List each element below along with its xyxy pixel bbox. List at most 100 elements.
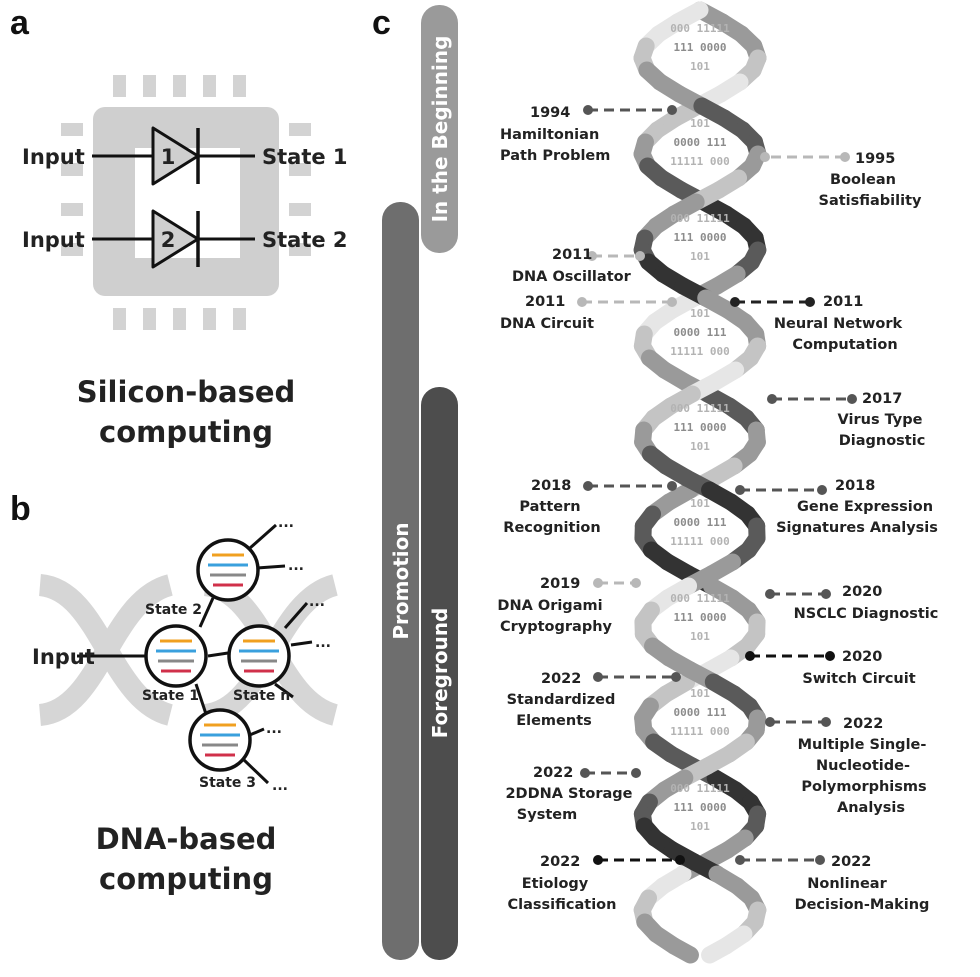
event-dot [577, 297, 587, 307]
helix-binary-row: 111 0000 [674, 41, 727, 54]
helix-binary-row: 11111 000 [670, 535, 730, 548]
event-1995-line1: Boolean [830, 172, 896, 188]
gate-2-input-label: Input [22, 228, 85, 252]
helix-binary-row: 000 11111 [670, 592, 730, 605]
event-dot [580, 768, 590, 778]
helix-binary-row: 000 11111 [670, 782, 730, 795]
event-2017-line2: Diagnostic [839, 433, 926, 449]
event-1995-year: 1995 [855, 151, 895, 167]
helix-binary-row: 111 0000 [674, 421, 727, 434]
helix-binary-row: 11111 000 [670, 345, 730, 358]
panel-a-label: a [10, 4, 30, 42]
helix-segment [665, 937, 699, 964]
helix-strand-a [633, 1, 767, 964]
phase-label-promotion: Promotion [389, 522, 413, 639]
gate-2-number: 2 [161, 228, 176, 252]
event-2011-neural-year: 2011 [823, 294, 863, 310]
gate-1-output-label: State 1 [262, 145, 348, 169]
event-dot [593, 578, 603, 588]
event-2020-switch-year: 2020 [842, 649, 882, 665]
helix-binary-row: 101 [690, 117, 710, 130]
helix-binary-row: 0000 111 [674, 516, 727, 529]
timeline-events: 1994 Hamiltonian Path Problem 1995 Boole… [497, 105, 938, 913]
event-2011-oscillator-line1: DNA Oscillator [512, 269, 632, 285]
phase-bar-foreground [421, 387, 458, 960]
event-1994-line1: Hamiltonian [500, 127, 599, 143]
event-2022-snp-line1: Multiple Single- [798, 737, 927, 753]
event-1995-line2: Satisfiability [819, 193, 923, 209]
event-2020-nsclc-year: 2020 [842, 584, 882, 600]
event-dot [767, 394, 777, 404]
event-dot [675, 855, 685, 865]
panel-c: c In the Beginning Promotion Foreground … [372, 1, 938, 964]
event-dot [815, 855, 825, 865]
helix-binary-row: 101 [690, 820, 710, 833]
ellipsis: ... [278, 515, 294, 531]
event-2011-neural-line1: Neural Network [774, 316, 903, 332]
event-dot [840, 152, 850, 162]
helix-binary-row: 101 [690, 630, 710, 643]
event-2022-etiology-line2: Classification [508, 897, 617, 913]
phase-label-beginning: In the Beginning [428, 36, 452, 223]
silicon-caption-line2: computing [99, 415, 273, 449]
event-2022-snp-line4: Analysis [837, 800, 905, 816]
event-2017-line1: Virus Type [838, 412, 923, 428]
state-3-label: State 3 [199, 775, 256, 791]
helix-binary-row: 101 [690, 250, 710, 263]
event-2018-gene-line1: Gene Expression [797, 499, 933, 515]
helix-binary-row: 11111 000 [670, 725, 730, 738]
ellipsis: ... [315, 635, 331, 651]
event-1994-year: 1994 [530, 105, 570, 121]
state-1-circle [144, 624, 208, 688]
silicon-caption-line1: Silicon-based [77, 375, 296, 409]
event-2022-storage-line1: 2DDNA Storage [505, 786, 632, 802]
ellipsis: ... [288, 558, 304, 574]
phase-label-foreground: Foreground [428, 608, 452, 739]
helix-segment [701, 937, 735, 964]
event-dot [631, 578, 641, 588]
event-dot [730, 297, 740, 307]
event-dot [765, 589, 775, 599]
logic-gate-1: 1 [92, 126, 255, 186]
phase-bar-promotion [382, 202, 419, 960]
logic-gate-2: 2 [92, 209, 255, 269]
helix-binary-row: 0000 111 [674, 136, 727, 149]
event-2022-snp-year: 2022 [843, 716, 883, 732]
event-2022-storage-line2: System [517, 807, 577, 823]
helix-binary-row: 000 11111 [670, 212, 730, 225]
event-2022-nonlinear-line1: Nonlinear [807, 876, 887, 892]
helix-binary-row: 111 0000 [674, 231, 727, 244]
helix-binary-row: 101 [690, 60, 710, 73]
event-2019-line2: Cryptography [500, 619, 613, 635]
state-n-circle [227, 624, 291, 688]
ellipsis: ... [309, 594, 325, 610]
event-2019-year: 2019 [540, 576, 580, 592]
gate-1-input-label: Input [22, 145, 85, 169]
event-2011-neural-line2: Computation [792, 337, 897, 353]
state-1-label: State 1 [142, 688, 199, 704]
event-2018-gene-year: 2018 [835, 478, 875, 494]
panel-a: a 1 Input State 1 2 Input State 2 Silico… [10, 4, 348, 449]
helix-binary-row: 101 [690, 687, 710, 700]
gate-2-output-label: State 2 [262, 228, 348, 252]
helix-binary-row: 111 0000 [674, 801, 727, 814]
event-2022-snp-line2: Nucleotide- [816, 758, 910, 774]
event-dot [821, 589, 831, 599]
event-2022-standardized-line1: Standardized [507, 692, 616, 708]
event-2018-gene-line2: Signatures Analysis [776, 520, 938, 536]
event-dot [745, 651, 755, 661]
state-2-circle [196, 538, 260, 602]
event-2022-storage-year: 2022 [533, 765, 573, 781]
gate-1-number: 1 [161, 145, 176, 169]
event-2017-year: 2017 [862, 391, 902, 407]
event-dot [583, 481, 593, 491]
dna-caption-line1: DNA-based [96, 822, 277, 856]
event-2011-oscillator-year: 2011 [552, 247, 592, 263]
panel-c-label: c [372, 4, 391, 42]
strand-glyphs [156, 553, 279, 757]
helix-binary-row: 000 11111 [670, 402, 730, 415]
event-dot [821, 717, 831, 727]
event-dot [805, 297, 815, 307]
event-dot [735, 485, 745, 495]
